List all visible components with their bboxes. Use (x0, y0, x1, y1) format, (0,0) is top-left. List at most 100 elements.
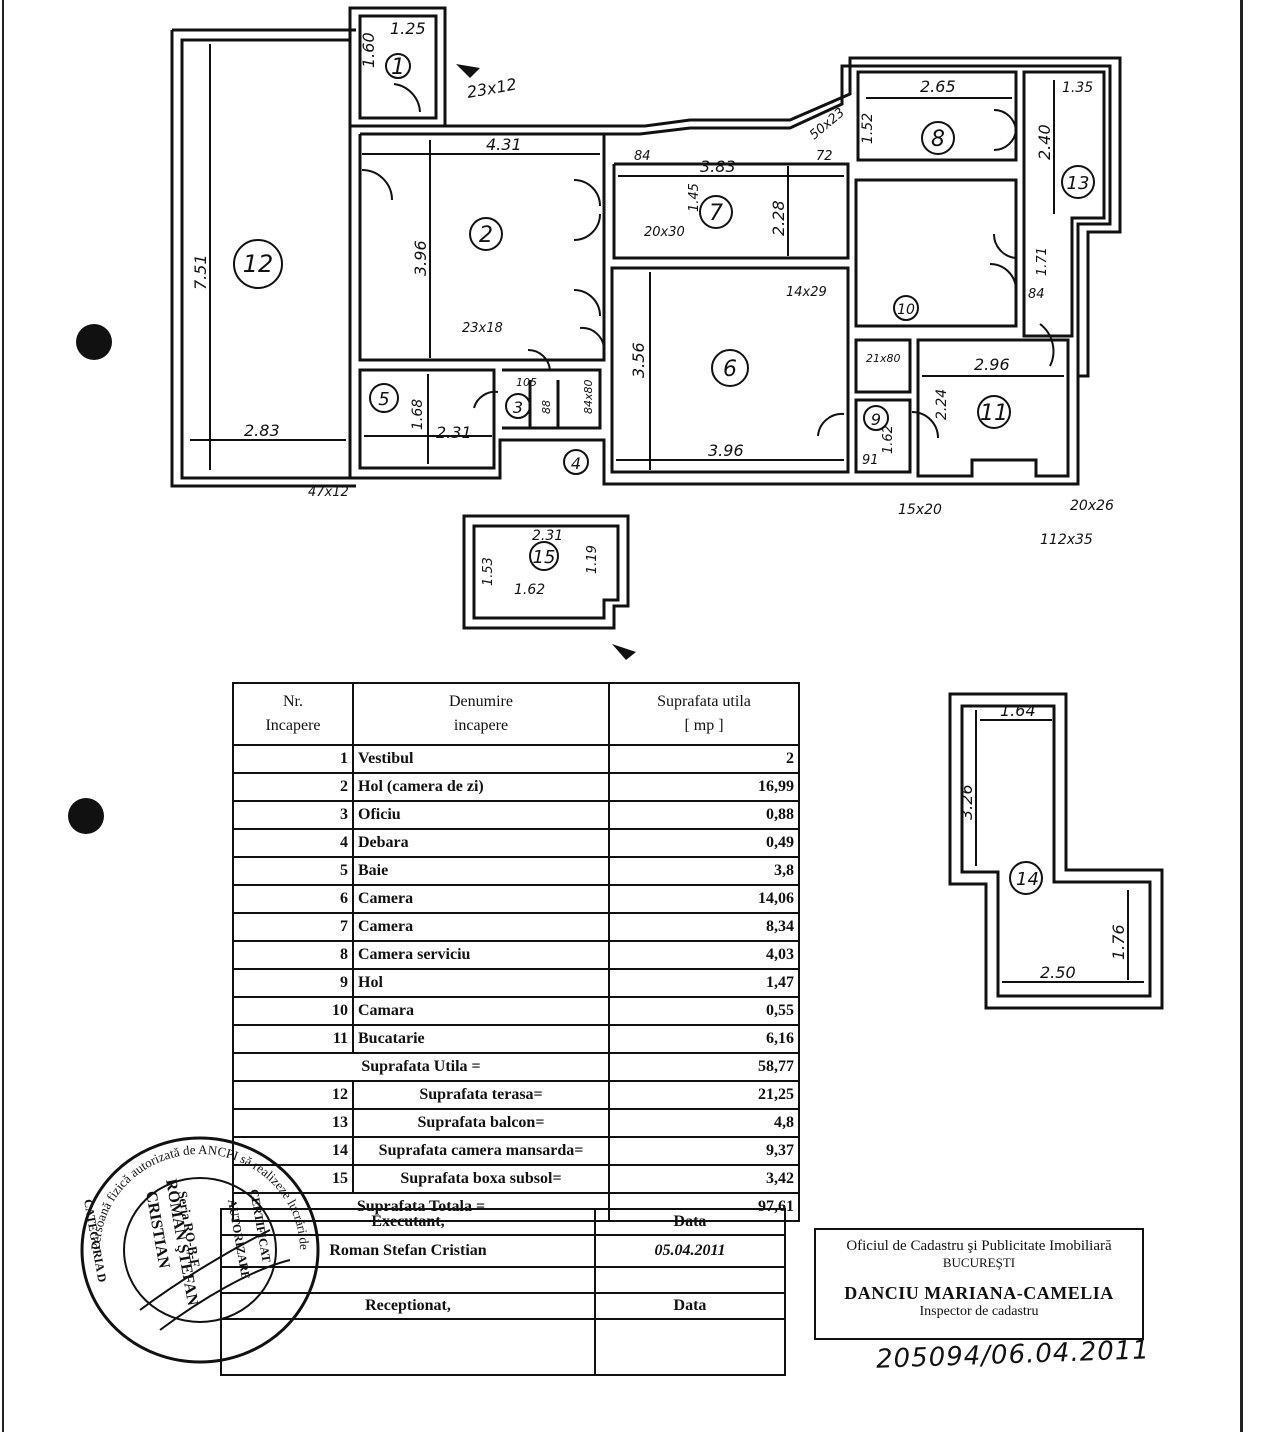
dim-112x35: 112x35 (1040, 532, 1093, 548)
room-number-15: 15 (533, 547, 556, 568)
ocpi-line3: DANCIU MARIANA-CAMELIA (844, 1283, 1114, 1303)
dim-1-76: 1.76 (1109, 924, 1128, 960)
dim-1-60: 1.60 (359, 32, 378, 68)
dim-20x26: 20x26 (1070, 498, 1114, 514)
room-name: Camera (352, 884, 610, 914)
room-area: 0,49 (608, 828, 800, 858)
dim-2-83: 2.83 (244, 421, 280, 440)
room-name: Hol (352, 968, 610, 998)
dim-2-65: 2.65 (920, 77, 956, 96)
dim-2-28: 2.28 (769, 200, 788, 236)
room-number-11: 11 (980, 401, 1008, 426)
wall-room-7 (612, 162, 850, 260)
room-number-6: 6 (723, 357, 737, 382)
room-area: 1,47 (608, 968, 800, 998)
wall-room-11 (916, 338, 1070, 478)
room-number-10: 10 (897, 302, 915, 318)
dim-84b: 84 (1028, 287, 1045, 302)
room-area: 4,03 (608, 940, 800, 970)
dim-1-62a: 1.62 (881, 425, 896, 454)
room-name: Hol (camera de zi) (352, 772, 610, 802)
room-nr: 5 (232, 856, 354, 886)
dim-1-68: 1.68 (410, 399, 426, 430)
dim-2-40: 2.40 (1035, 124, 1054, 160)
room-area: 9,37 (608, 1136, 800, 1166)
dim-23x18: 23x18 (462, 321, 503, 336)
room-name: Debara (352, 828, 610, 858)
dim-1-71: 1.71 (1035, 247, 1050, 276)
room-number-8: 8 (931, 127, 945, 152)
data-label: Data (594, 1208, 786, 1236)
dim-4-31: 4.31 (486, 135, 522, 154)
room-nr: 2 (232, 772, 354, 802)
dim-1-52: 1.52 (860, 113, 876, 144)
dim-1-45: 1.45 (687, 183, 702, 212)
dim-14x29: 14x29 (786, 285, 827, 300)
mansard-plan: 14 1.64 3.26 2.50 1.76 (948, 692, 1164, 1010)
room-circle-1 (385, 53, 411, 79)
wall-room-8 (856, 70, 1018, 162)
room-circle-14 (1009, 861, 1043, 895)
wall-room-3 (502, 368, 602, 430)
room-circle-4 (563, 449, 589, 475)
dim-3-96b: 3.96 (708, 441, 744, 460)
room-nr: 13 (232, 1108, 354, 1138)
receptionat-label: Receptionat, (220, 1292, 596, 1320)
room-nr: 11 (232, 1024, 354, 1054)
room-nr: 10 (232, 996, 354, 1026)
dim-72: 72 (816, 149, 833, 164)
room-nr: 1 (232, 744, 354, 774)
util-label: Suprafata Utila = (232, 1052, 610, 1082)
room-area: 3,42 (608, 1164, 800, 1194)
data-label-2: Data (594, 1292, 786, 1320)
wall-bath-5 (358, 368, 496, 470)
room-area: 21,25 (608, 1080, 800, 1110)
room-number-3: 3 (513, 398, 523, 417)
stamp-autorizare: AUTORIZARE (225, 1198, 253, 1280)
room-circle-15 (529, 541, 559, 571)
room-circle-6 (711, 349, 749, 387)
room-name: Suprafata camera mansarda= (352, 1136, 610, 1166)
room-name: Oficiu (352, 800, 610, 830)
authorization-stamp: Persoană fizică autorizată de ANCPI să r… (70, 1130, 320, 1364)
room-area: 2 (608, 744, 800, 774)
dim-21x80: 21x80 (866, 352, 901, 365)
scan-edge-left (2, 0, 4, 1432)
room-name: Suprafata balcon= (352, 1108, 610, 1138)
room-number-5: 5 (378, 389, 389, 410)
room-name: Baie (352, 856, 610, 886)
room-circle-10 (893, 295, 919, 321)
header-area: Suprafata utila[ mp ] (608, 682, 800, 746)
room-circle-13 (1061, 165, 1095, 199)
wall-room-10 (854, 338, 912, 394)
dim-2-24: 2.24 (934, 389, 950, 420)
executant-label: Executant, (220, 1208, 596, 1236)
punch-hole-top (76, 324, 112, 360)
room-nr: 3 (232, 800, 354, 830)
room-area: 14,06 (608, 884, 800, 914)
ocpi-line4: Inspector de cadastru (919, 1304, 1039, 1319)
signature-table: Executant, Data Roman Stefan Cristian 05… (220, 1208, 786, 1376)
registration-number: 205094/06.04.2011 (875, 1335, 1151, 1375)
wall-room-6 (610, 266, 850, 474)
dim-2-31b: 2.31 (532, 528, 563, 544)
dim-1-62b: 1.62 (514, 582, 545, 598)
room-name: Suprafata boxa subsol= (352, 1164, 610, 1194)
dim-91: 91 (862, 453, 879, 468)
room-circle-7 (699, 195, 733, 229)
room-nr: 9 (232, 968, 354, 998)
dim-84x80: 84x80 (582, 379, 595, 414)
dim-3-56: 3.56 (629, 342, 648, 378)
